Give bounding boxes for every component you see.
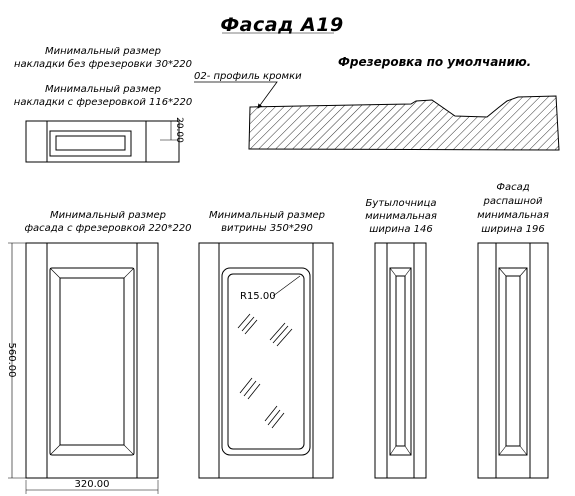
swing-line2: распашной — [483, 196, 543, 207]
vitrine-line1: Минимальный размер — [208, 210, 326, 221]
bottle-frame — [374, 242, 427, 479]
edge-profile-leader — [194, 81, 278, 109]
overlay-mill-line2: накладки с фрезеровкой 116*220 — [13, 97, 193, 108]
bottle-corner-bl — [389, 445, 397, 456]
swing-corner-br — [519, 445, 528, 456]
swing-frame — [477, 242, 549, 479]
swing-line1: Фасад — [496, 182, 530, 193]
swing-panel-outer — [498, 267, 528, 456]
vitrine-glass-outer — [221, 267, 311, 456]
width-dim-text: 320.00 — [75, 479, 110, 490]
swing-corner-bl — [498, 445, 507, 456]
vitrine-glass-inner — [227, 273, 305, 450]
bottle-corner-br — [404, 445, 412, 456]
overlay-dim-text: 20.00 — [174, 117, 184, 143]
bottle-panel-inner — [395, 275, 406, 447]
bottle-line1: Бутылочница — [365, 198, 437, 209]
overlay-panel-inner — [55, 135, 126, 151]
facade-panel-inner — [59, 277, 125, 446]
overlay-panel-outer — [49, 130, 132, 157]
swing-line3: минимальная — [477, 210, 549, 221]
overlay-strip — [25, 120, 180, 163]
swing-corner-tl — [498, 267, 507, 277]
facade-mill-line1: Минимальный размер — [49, 210, 167, 221]
milling-default-heading: Фрезеровка по умолчанию. — [338, 55, 532, 69]
facade-mill-line2: фасада с фрезеровкой 220*220 — [24, 223, 192, 234]
facade-panel-outer — [49, 267, 135, 456]
radius-text: R15.00 — [240, 291, 276, 302]
facade-panel-corner-tr — [123, 267, 135, 279]
facade-panel-corner-bl — [49, 444, 61, 456]
bottle-corner-tr — [404, 267, 412, 277]
swing-corner-tr — [519, 267, 528, 277]
bottle-corner-tl — [389, 267, 397, 277]
facade-panel-corner-tl — [49, 267, 61, 279]
vitrine-frame — [198, 242, 334, 479]
bottle-panel-outer — [389, 267, 412, 456]
radius-leader — [272, 275, 301, 297]
height-dim-text: 560.00 — [6, 343, 17, 378]
bottle-line2: минимальная — [365, 211, 437, 222]
overlay-mill-line1: Минимальный размер — [44, 84, 162, 95]
edge-profile-label: 02- профиль кромки — [194, 71, 302, 82]
page-title: Фасад А19 — [220, 14, 344, 36]
bottle-line3: ширина 146 — [369, 224, 433, 235]
swing-panel-inner — [505, 275, 521, 447]
glass-highlights — [237, 313, 293, 429]
overlay-no-mill-line2: накладки без фрезеровки 30*220 — [13, 59, 193, 70]
vitrine-line2: витрины 350*290 — [221, 223, 313, 234]
facade-panel-corner-br — [123, 444, 135, 456]
edge-profile-section — [248, 95, 560, 151]
overlay-no-mill-line1: Минимальный размер — [44, 46, 162, 57]
swing-line4: ширина 196 — [481, 224, 545, 235]
